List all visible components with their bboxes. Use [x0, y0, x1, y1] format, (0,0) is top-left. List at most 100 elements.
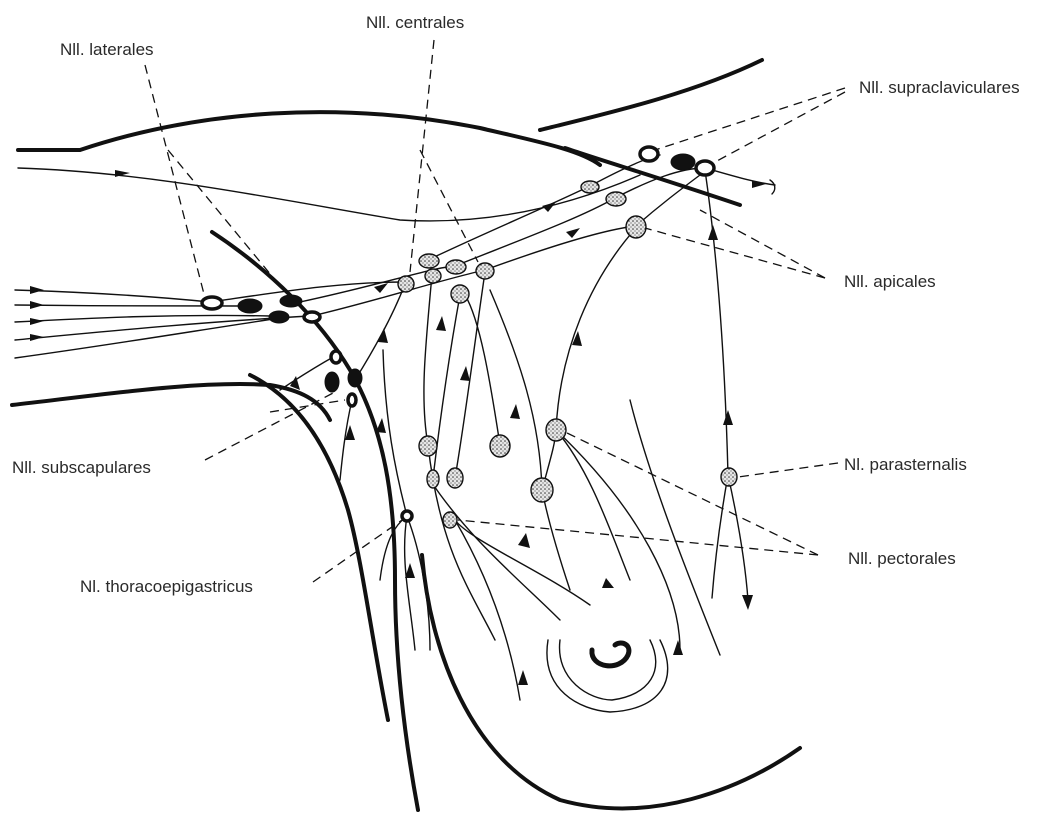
arrow	[510, 404, 520, 419]
node-subscapular	[346, 392, 358, 408]
node-subscapular	[329, 349, 343, 365]
vessel	[704, 169, 729, 476]
arrow	[30, 318, 44, 325]
arrow	[708, 225, 718, 240]
node-central	[418, 253, 440, 269]
leader-laterales	[167, 149, 286, 293]
arrow	[673, 640, 683, 655]
node-parasternal	[720, 467, 738, 487]
arrow	[518, 533, 530, 548]
vessel	[406, 515, 431, 651]
arrow	[518, 670, 528, 685]
node-thoracoepigastric	[400, 509, 414, 523]
label-centrales: Nll. centrales	[366, 13, 464, 32]
arrow	[30, 334, 44, 341]
vessel	[555, 227, 637, 431]
vessel	[454, 197, 616, 267]
vessel	[711, 474, 729, 599]
arrow	[460, 366, 470, 381]
vessel	[454, 271, 486, 479]
leader-laterales	[144, 64, 206, 299]
node-pectoral	[446, 467, 464, 489]
scapula-outline	[248, 373, 390, 722]
vessel	[454, 519, 591, 606]
leader-pectorales	[457, 519, 819, 556]
arrow	[30, 301, 44, 309]
leader-parasternalis	[737, 462, 839, 478]
vessel	[423, 274, 433, 446]
arrow	[290, 376, 300, 390]
vessel	[629, 399, 721, 656]
node-lateral	[279, 294, 303, 308]
vessel	[704, 167, 776, 186]
vessel	[299, 265, 456, 303]
vessel	[432, 294, 461, 479]
vessel	[769, 179, 776, 195]
arrow	[345, 425, 355, 440]
breast-outline	[420, 553, 802, 811]
node-apical	[605, 191, 627, 207]
node-central	[475, 262, 495, 280]
clavicle-lower-line	[563, 146, 742, 207]
node-pectoral	[418, 435, 438, 457]
node-pectoral	[489, 434, 511, 458]
node-lateral	[268, 310, 290, 324]
arrow	[30, 286, 44, 294]
nipple-areola	[546, 639, 669, 713]
vessel	[555, 429, 681, 651]
arrow	[602, 578, 614, 588]
node-lateral	[200, 295, 224, 311]
node-lateral	[302, 310, 322, 324]
arrow	[572, 331, 582, 346]
node-central	[424, 268, 442, 284]
node-central	[397, 275, 415, 293]
label-apicales: Nll. apicales	[844, 272, 936, 291]
label-pectorales: Nll. pectorales	[848, 549, 956, 568]
vessel	[279, 355, 336, 391]
arrow	[374, 283, 388, 293]
vessel	[429, 479, 561, 621]
vessel	[354, 283, 406, 381]
flow-arrows	[30, 170, 766, 685]
label-supraclaviculares: Nll. supraclaviculares	[859, 78, 1020, 97]
leader-apicales	[699, 209, 826, 279]
vessel	[17, 167, 641, 222]
node-supraclavicular	[694, 159, 716, 177]
areola-mid	[558, 639, 657, 701]
node-pectoral	[426, 469, 440, 489]
arrow	[752, 181, 766, 188]
arrow	[436, 316, 446, 331]
node-central	[445, 259, 467, 275]
vessel	[484, 225, 637, 271]
vessel	[403, 515, 416, 651]
arrow	[542, 202, 556, 212]
lower-arm-outline	[10, 382, 332, 422]
vessel	[727, 474, 749, 601]
node-apical	[625, 215, 647, 239]
node-pectoral	[442, 511, 458, 529]
node-lateral	[237, 298, 263, 314]
upper-arm-outline	[16, 110, 602, 167]
vessel	[382, 349, 408, 517]
label-laterales: Nll. laterales	[60, 40, 154, 59]
arrow	[723, 410, 733, 425]
leader-pectorales	[564, 431, 819, 556]
nipple	[589, 640, 632, 669]
node-subscapular	[324, 371, 340, 393]
node-pectoral	[530, 477, 554, 503]
label-subscapulares: Nll. subscapulares	[12, 458, 151, 477]
vessel	[454, 519, 521, 701]
areola-outer	[546, 639, 669, 713]
vessel	[14, 317, 281, 359]
clavicle-line	[538, 58, 764, 132]
node-central	[450, 284, 470, 304]
leader-subscapulares	[204, 391, 336, 461]
vessel	[14, 314, 271, 323]
label-thoracoepigastricus: Nl. thoracoepigastricus	[80, 577, 253, 596]
vessel	[541, 489, 571, 591]
node-supraclavicular	[638, 145, 660, 163]
arrow	[566, 228, 580, 238]
vessel	[464, 294, 501, 446]
